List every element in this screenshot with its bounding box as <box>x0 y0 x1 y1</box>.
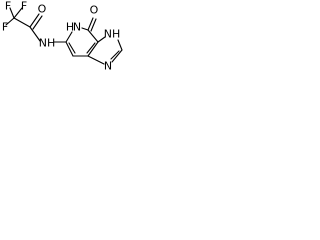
bond-c3a-c7a <box>87 41 99 57</box>
amide-oxygen-label: O <box>38 3 47 16</box>
bond-cf3-carbonyl <box>13 17 31 28</box>
bond-c7-c6 <box>65 41 74 57</box>
bond-cf-upper-left <box>9 7 15 19</box>
bond-n1-c7a <box>87 55 105 65</box>
imidazole-nh-label: NH <box>104 28 121 41</box>
ring-nitrogen-label: N <box>73 21 81 34</box>
chemical-structure-diagram: F F F O NH N H O NH N <box>2 0 123 73</box>
bond-c2-n1-inner <box>110 50 120 60</box>
bond-ring-carbonyl-1 <box>87 17 94 31</box>
fluorine-lower-left-label: F <box>2 21 8 34</box>
bonds <box>5 7 123 65</box>
fluorine-upper-right-label: F <box>21 0 27 13</box>
fluorine-upper-left-label: F <box>5 0 11 13</box>
bond-c3a-c7a-inner <box>86 42 96 54</box>
bond-c2-n1 <box>111 49 123 63</box>
bond-c7-c6-inner <box>68 42 76 54</box>
amide-nh-label: NH <box>39 37 56 50</box>
bond-cf-upper-right <box>13 7 23 19</box>
bond-ring-carbonyl-2 <box>90 18 97 32</box>
bond-n5-c4 <box>81 27 89 31</box>
ring-oxygen-label: O <box>90 4 99 17</box>
imidazole-nitrogen-label: N <box>104 60 112 73</box>
bond-c6-n5 <box>65 31 73 43</box>
bond-c3a-n3 <box>97 36 106 43</box>
ring-hydrogen-label: H <box>66 21 74 34</box>
atom-labels: F F F O NH N H O NH N <box>2 0 120 73</box>
bond-carbonyl-amide-n <box>29 26 41 42</box>
bond-n3-c2 <box>117 39 123 51</box>
bond-cf-lower-left <box>5 17 15 26</box>
bond-carbonyl-o-2 <box>32 15 43 30</box>
bond-c4-c3a <box>87 29 99 43</box>
bond-carbonyl-o-1 <box>29 13 40 28</box>
